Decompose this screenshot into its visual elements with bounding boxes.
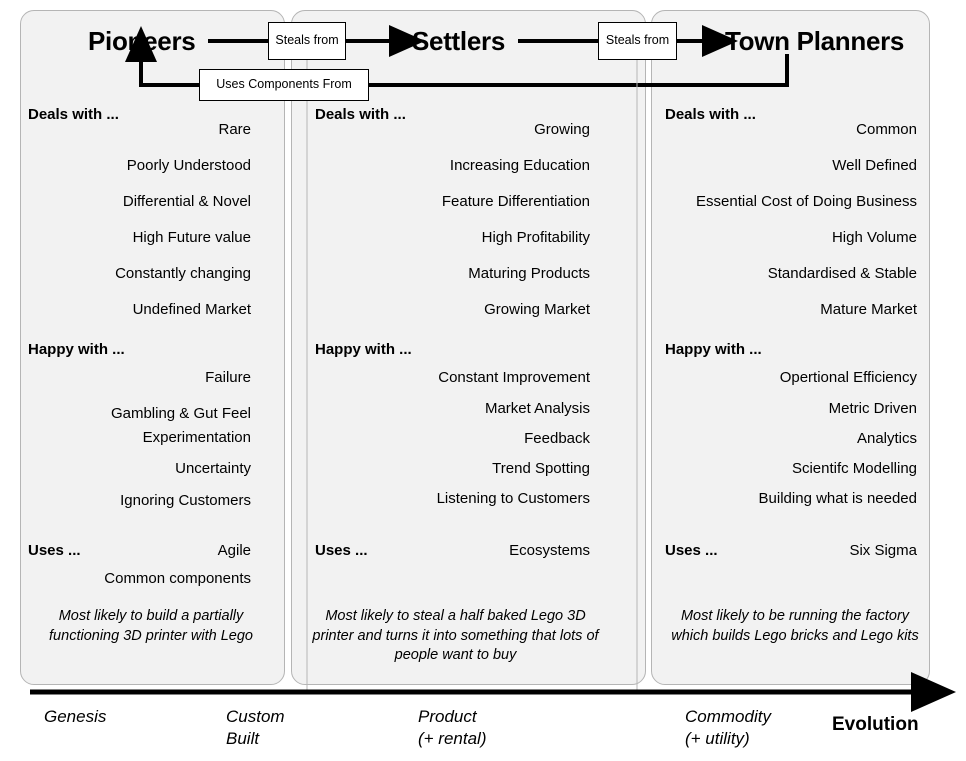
list-item: Rare — [218, 121, 251, 138]
section-head-uses: Uses ... — [28, 542, 81, 559]
section-head-deals-with: Deals with ... — [665, 106, 756, 123]
role-title-settlers: Settlers — [412, 26, 505, 56]
list-item: Feature Differentiation — [441, 193, 590, 210]
column-summary-settlers: Most likely to steal a half baked Lego 3… — [312, 608, 599, 664]
list-item: Metric Driven — [828, 400, 917, 417]
list-item: Standardised & Stable — [767, 265, 917, 282]
list-item: Increasing Education — [449, 157, 590, 174]
list-item: Analytics — [856, 430, 917, 447]
list-item: Failure — [205, 369, 251, 386]
list-item: Well Defined — [832, 157, 917, 174]
axis-stage-custom-built: Custom Built — [226, 707, 285, 749]
list-item: Experimentation — [142, 429, 251, 446]
list-item: Poorly Understood — [126, 157, 251, 174]
edge-label-steals-from-1: Steals from — [268, 22, 346, 60]
list-item: Undefined Market — [132, 301, 251, 318]
list-item: Common — [856, 121, 917, 138]
list-item: Growing Market — [484, 301, 590, 318]
section-head-deals-with: Deals with ... — [28, 106, 119, 123]
column-summary-pioneers: Most likely to build a partially functio… — [49, 608, 253, 644]
section-head-uses: Uses ... — [315, 542, 368, 559]
role-title-pioneers: Pioneers — [88, 26, 196, 56]
list-item: Uncertainty — [175, 460, 251, 477]
list-item: High Profitability — [481, 229, 590, 246]
section-head-uses: Uses ... — [665, 542, 718, 559]
list-item: Maturing Products — [468, 265, 590, 282]
list-item: Ignoring Customers — [120, 492, 251, 509]
list-item: Gambling & Gut Feel — [110, 405, 251, 422]
list-item: Growing — [534, 121, 590, 138]
list-item: Listening to Customers — [436, 490, 590, 507]
role-title-town-planners: Town Planners — [725, 26, 905, 56]
list-item: Agile — [217, 542, 251, 559]
list-item: Ecosystems — [509, 542, 590, 559]
card-pioneers — [20, 10, 285, 685]
section-head-happy-with: Happy with ... — [28, 341, 125, 358]
list-item: Scientifc Modelling — [791, 460, 917, 477]
list-item: Differential & Novel — [122, 193, 251, 210]
edge-label-steals-from-2: Steals from — [598, 22, 677, 60]
list-item: Six Sigma — [849, 542, 917, 559]
list-item: Constantly changing — [115, 265, 251, 282]
axis-stage-commodity: Commodity (+ utility) — [685, 707, 771, 749]
list-item: Opertional Efficiency — [779, 369, 917, 386]
list-item: High Future value — [132, 229, 251, 246]
list-item: Common components — [104, 570, 251, 587]
edge-label-uses-components-from: Uses Components From — [199, 69, 369, 101]
section-head-happy-with: Happy with ... — [665, 341, 762, 358]
list-item: Mature Market — [820, 301, 917, 318]
list-item: Market Analysis — [484, 400, 590, 417]
section-head-deals-with: Deals with ... — [315, 106, 406, 123]
card-settlers — [291, 10, 646, 685]
section-head-happy-with: Happy with ... — [315, 341, 412, 358]
list-item: Constant Improvement — [438, 369, 590, 386]
list-item: High Volume — [831, 229, 917, 246]
axis-stage-genesis: Genesis — [44, 707, 107, 726]
axis-title-evolution: Evolution — [832, 714, 919, 735]
list-item: Essential Cost of Doing Business — [696, 193, 917, 210]
column-summary-town-planners: Most likely to be running the factory wh… — [671, 608, 919, 644]
card-town-planners — [651, 10, 930, 685]
axis-stage-product: Product (+ rental) — [418, 707, 487, 749]
list-item: Building what is needed — [758, 490, 917, 507]
list-item: Trend Spotting — [492, 460, 590, 477]
list-item: Feedback — [524, 430, 590, 447]
